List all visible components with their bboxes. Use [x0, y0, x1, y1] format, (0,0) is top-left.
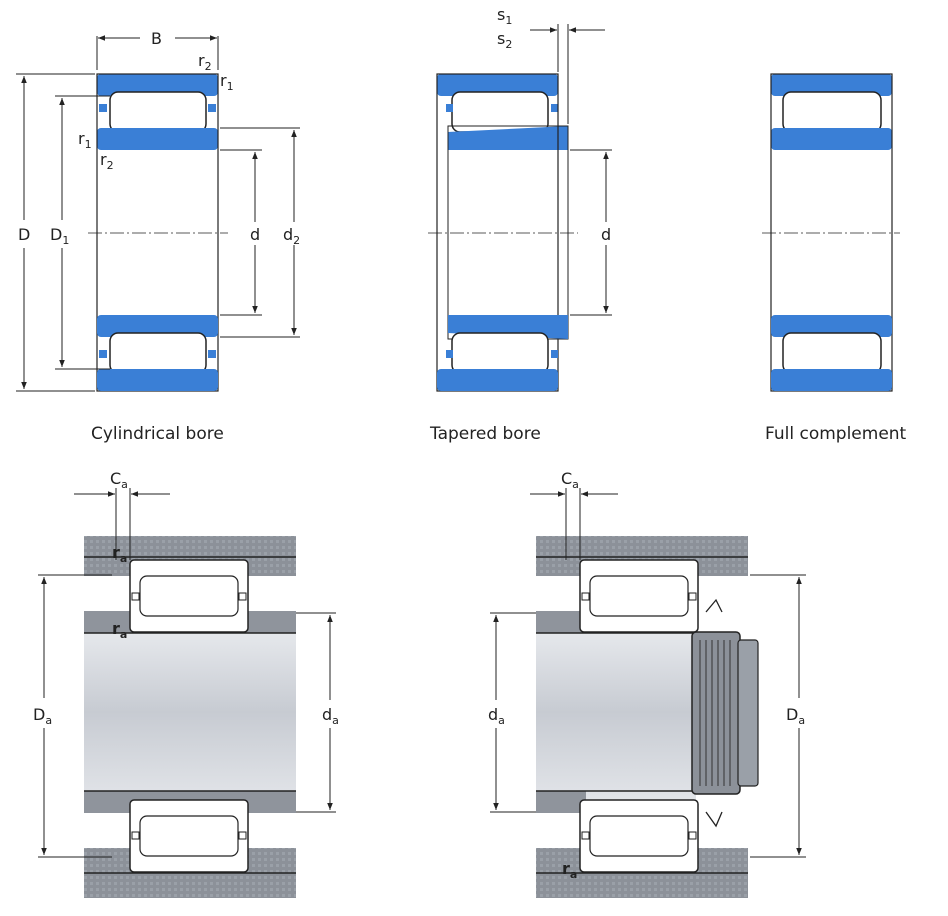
cage-top-left [99, 104, 107, 112]
outer-ring-top [771, 74, 892, 96]
inner-ring-bottom [97, 315, 218, 337]
roller-bottom [451, 332, 549, 374]
outer-ring-top [97, 74, 218, 96]
label-da-inner: da [322, 705, 339, 727]
inner-ring-top-tapered [448, 126, 568, 150]
shaft-edge-top [536, 611, 586, 633]
tapered-bore-bearing: s1 s2 d [428, 5, 612, 392]
lock-nut-threads [699, 640, 731, 786]
roller-bottom [782, 332, 882, 374]
cage-top-right [688, 592, 697, 601]
roller-top [589, 575, 689, 617]
shaft [536, 611, 696, 813]
outer-ring-top [437, 74, 558, 96]
roller-top [782, 91, 882, 133]
shaft-edge-bottom [536, 791, 586, 813]
label-r2-inner: r2 [100, 150, 114, 172]
inner-ring-top [771, 128, 892, 150]
label-ra-top: ra [112, 543, 127, 565]
shaft-outline [447, 125, 569, 340]
label-b: B [151, 29, 162, 48]
roller-top [109, 91, 207, 133]
cage-top-left [581, 592, 590, 601]
caption-tapered-bore: Tapered bore [430, 424, 541, 444]
caption-cylindrical-bore: Cylindrical bore [91, 424, 224, 444]
outer-ring-bottom [97, 369, 218, 391]
mounting-tapered: Ca ra da Da [488, 469, 806, 898]
cage-bottom-right [688, 831, 697, 840]
label-d-outer: D [18, 225, 30, 244]
cage-top-right [238, 592, 247, 601]
label-r1-inner: r1 [78, 129, 92, 151]
cage-bottom-left [131, 831, 140, 840]
label-da-outer: Da [786, 705, 805, 727]
label-s2: s2 [497, 29, 512, 51]
cage-bottom-left [99, 350, 107, 358]
label-da-outer: Da [33, 705, 52, 727]
label-ca: Ca [561, 469, 579, 491]
adapter-sleeve-end [737, 639, 759, 787]
lock-washer [705, 598, 723, 828]
inner-ring-bottom [771, 315, 892, 337]
label-r2-top: r2 [198, 51, 212, 73]
label-ca: Ca [110, 469, 128, 491]
label-d1: D1 [50, 225, 69, 247]
outer-ring-bottom [437, 369, 558, 391]
cage-bottom-left [446, 350, 453, 358]
label-d-bore: d [250, 225, 260, 244]
full-complement-bearing [762, 73, 900, 392]
outer-ring-bottom [771, 369, 892, 391]
label-ra-bottom: ra [562, 859, 577, 881]
cage-bottom-right [208, 350, 216, 358]
cage-top-right [208, 104, 216, 112]
label-da-inner: da [488, 705, 505, 727]
cage-top-left [446, 104, 453, 112]
mounting-cylindrical: Ca ra ra Da da [33, 469, 339, 898]
roller-bottom [109, 332, 207, 374]
label-s1: s1 [497, 5, 512, 27]
cylindrical-bore-bearing: B D D1 d d2 r2 r1 r1 r2 [16, 29, 300, 392]
label-r1-top: r1 [220, 71, 234, 93]
cage-bottom-left [581, 831, 590, 840]
shaft [84, 611, 296, 813]
label-d-bore: d [601, 225, 611, 244]
roller-bottom [589, 815, 689, 857]
roller-top [139, 575, 239, 617]
cage-bottom-right [551, 350, 558, 358]
lock-nut [691, 631, 741, 795]
inner-ring-top [97, 128, 218, 150]
cage-bottom-right [238, 831, 247, 840]
caption-full-complement: Full complement [765, 424, 907, 444]
cage-top-right [551, 104, 558, 112]
cage-top-left [131, 592, 140, 601]
roller-bottom [139, 815, 239, 857]
label-d2: d2 [283, 225, 300, 247]
label-ra-inner: ra [112, 619, 127, 641]
